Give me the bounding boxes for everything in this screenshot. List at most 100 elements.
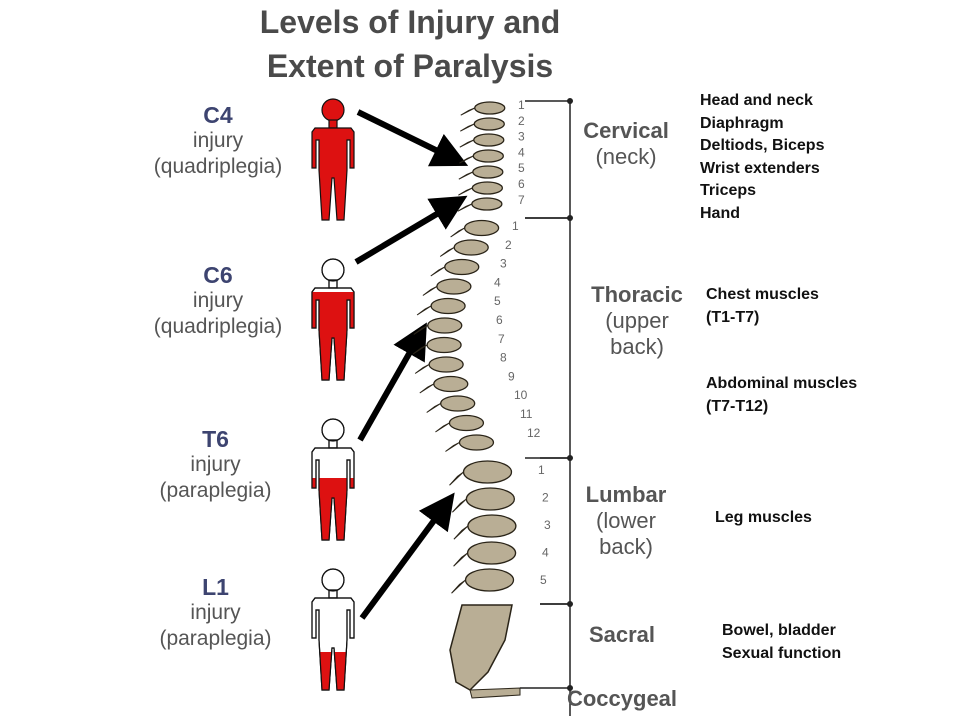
injury-type: (quadriplegia) bbox=[153, 155, 283, 178]
vertebra-number: 4 bbox=[518, 145, 525, 159]
arrow-c4 bbox=[356, 109, 469, 167]
vertebra-number: 12 bbox=[527, 426, 541, 440]
muscle-item: Sexual function bbox=[722, 644, 842, 662]
vertebra-number: 2 bbox=[542, 491, 549, 505]
figure-c4 bbox=[311, 98, 355, 221]
region-sub: (neck) bbox=[595, 144, 657, 169]
vertebra-thoracic bbox=[419, 375, 469, 394]
injury-type: (paraplegia) bbox=[159, 627, 272, 650]
vertebra-number: 1 bbox=[538, 463, 545, 477]
vertebra-number: 4 bbox=[542, 546, 549, 560]
region-sub-2: back) bbox=[599, 534, 653, 559]
vertebra-thoracic bbox=[413, 317, 463, 335]
region-name: Lumbar bbox=[585, 482, 667, 507]
vertebra-cervical bbox=[459, 133, 505, 148]
vertebra-cervical bbox=[458, 181, 504, 196]
vertebra-number: 9 bbox=[508, 369, 515, 383]
vertebra-thoracic bbox=[430, 258, 480, 277]
vertebra-thoracic bbox=[439, 239, 489, 257]
vertebra-thoracic bbox=[412, 336, 462, 355]
vertebra-number: 8 bbox=[500, 351, 507, 365]
vertebra-number: 7 bbox=[518, 193, 525, 207]
injury-label-t6: T6 injury (paraplegia) bbox=[143, 426, 288, 504]
vertebra-number: 2 bbox=[505, 238, 512, 252]
bracket-joints bbox=[567, 98, 573, 691]
region-thoracic: Thoracic (upper back) bbox=[584, 282, 690, 360]
region-lumbar: Lumbar (lower back) bbox=[580, 482, 672, 560]
region-brackets bbox=[520, 100, 571, 716]
vertebra-thoracic bbox=[426, 395, 476, 413]
diagram-title: Levels of Injury and Extent of Paralysis bbox=[200, 0, 620, 88]
region-name: Cervical bbox=[583, 118, 669, 143]
injury-label-c6: C6 injury (quadriplegia) bbox=[138, 262, 298, 340]
arrow-t6 bbox=[357, 322, 427, 442]
vertebra-lumbar bbox=[451, 568, 515, 594]
vertebra-number: 1 bbox=[518, 98, 525, 112]
vertebra-number: 11 bbox=[520, 407, 533, 421]
injury-code: T6 bbox=[202, 426, 229, 452]
vertebra-cervical bbox=[460, 117, 505, 132]
injury-word: injury bbox=[192, 129, 244, 152]
title-line-2: Extent of Paralysis bbox=[266, 48, 554, 84]
muscle-item: (T7-T12) bbox=[706, 397, 769, 415]
injury-type: (paraplegia) bbox=[159, 479, 272, 502]
muscle-item: Abdominal muscles bbox=[706, 375, 858, 392]
vertebra-number: 3 bbox=[518, 130, 525, 144]
arrow-c6 bbox=[354, 195, 468, 265]
vertebra-cervical bbox=[458, 165, 504, 180]
muscle-item: Diaphragm bbox=[700, 114, 784, 132]
injury-word: injury bbox=[190, 601, 241, 624]
figure-l1 bbox=[311, 568, 355, 691]
muscle-item: (T1-T7) bbox=[706, 308, 760, 326]
muscles-thoracic-upper: Chest muscles (T1-T7) bbox=[706, 284, 819, 329]
injury-word: injury bbox=[192, 289, 244, 312]
vertebra-number: 7 bbox=[498, 332, 505, 346]
muscle-item: Wrist extenders bbox=[700, 159, 820, 177]
vertebra-cervical bbox=[460, 101, 506, 116]
vertebra-thoracic bbox=[435, 414, 485, 433]
vertebra-number: 3 bbox=[544, 518, 551, 532]
region-sub-1: (lower bbox=[596, 508, 656, 533]
muscles-lumbar: Leg muscles bbox=[715, 507, 812, 530]
vertebra-lumbar bbox=[449, 460, 513, 486]
injury-type: (quadriplegia) bbox=[153, 315, 283, 338]
injury-code: L1 bbox=[202, 574, 229, 600]
region-sub-1: (upper bbox=[605, 308, 669, 333]
figure-t6 bbox=[311, 418, 355, 541]
vertebra-lumbar bbox=[453, 541, 517, 567]
muscle-item: Head and neck bbox=[700, 92, 813, 109]
sacrum bbox=[449, 604, 513, 691]
muscle-item: Chest muscles bbox=[706, 286, 819, 303]
region-sacral: Sacral bbox=[580, 622, 664, 648]
vertebra-number: 2 bbox=[518, 114, 525, 128]
muscle-item: Leg muscles bbox=[715, 509, 812, 526]
muscles-thoracic-lower: Abdominal muscles (T7-T12) bbox=[706, 373, 857, 418]
vertebra-number: 5 bbox=[494, 294, 501, 308]
vertebra-number: 3 bbox=[500, 257, 507, 271]
vertebra-number: 5 bbox=[518, 161, 525, 175]
injury-label-l1: L1 injury (paraplegia) bbox=[143, 574, 288, 652]
figure-c6 bbox=[311, 258, 355, 381]
spinal-column bbox=[412, 101, 521, 699]
title-line-1: Levels of Injury and bbox=[259, 4, 561, 40]
vertebra-number: 6 bbox=[518, 177, 525, 191]
vertebra-thoracic bbox=[445, 434, 495, 452]
arrow-l1 bbox=[359, 492, 455, 620]
vertebra-thoracic bbox=[422, 278, 472, 296]
region-name: Coccygeal bbox=[566, 686, 678, 711]
muscle-item: Hand bbox=[700, 204, 740, 222]
injury-word: injury bbox=[190, 453, 241, 476]
region-cervical: Cervical (neck) bbox=[574, 118, 678, 170]
muscles-cervical: Head and neck Diaphragm Deltiods, Biceps… bbox=[700, 90, 824, 225]
vertebra-lumbar bbox=[452, 487, 516, 513]
vertebra-number: 1 bbox=[512, 219, 519, 233]
vertebra-thoracic bbox=[414, 356, 464, 374]
vertebra-lumbar bbox=[453, 514, 517, 540]
injury-code: C6 bbox=[203, 262, 233, 288]
vertebra-number: 10 bbox=[514, 388, 528, 402]
vertebra-cervical bbox=[459, 149, 504, 164]
region-name: Thoracic bbox=[591, 282, 683, 307]
region-sub-2: back) bbox=[610, 334, 664, 359]
